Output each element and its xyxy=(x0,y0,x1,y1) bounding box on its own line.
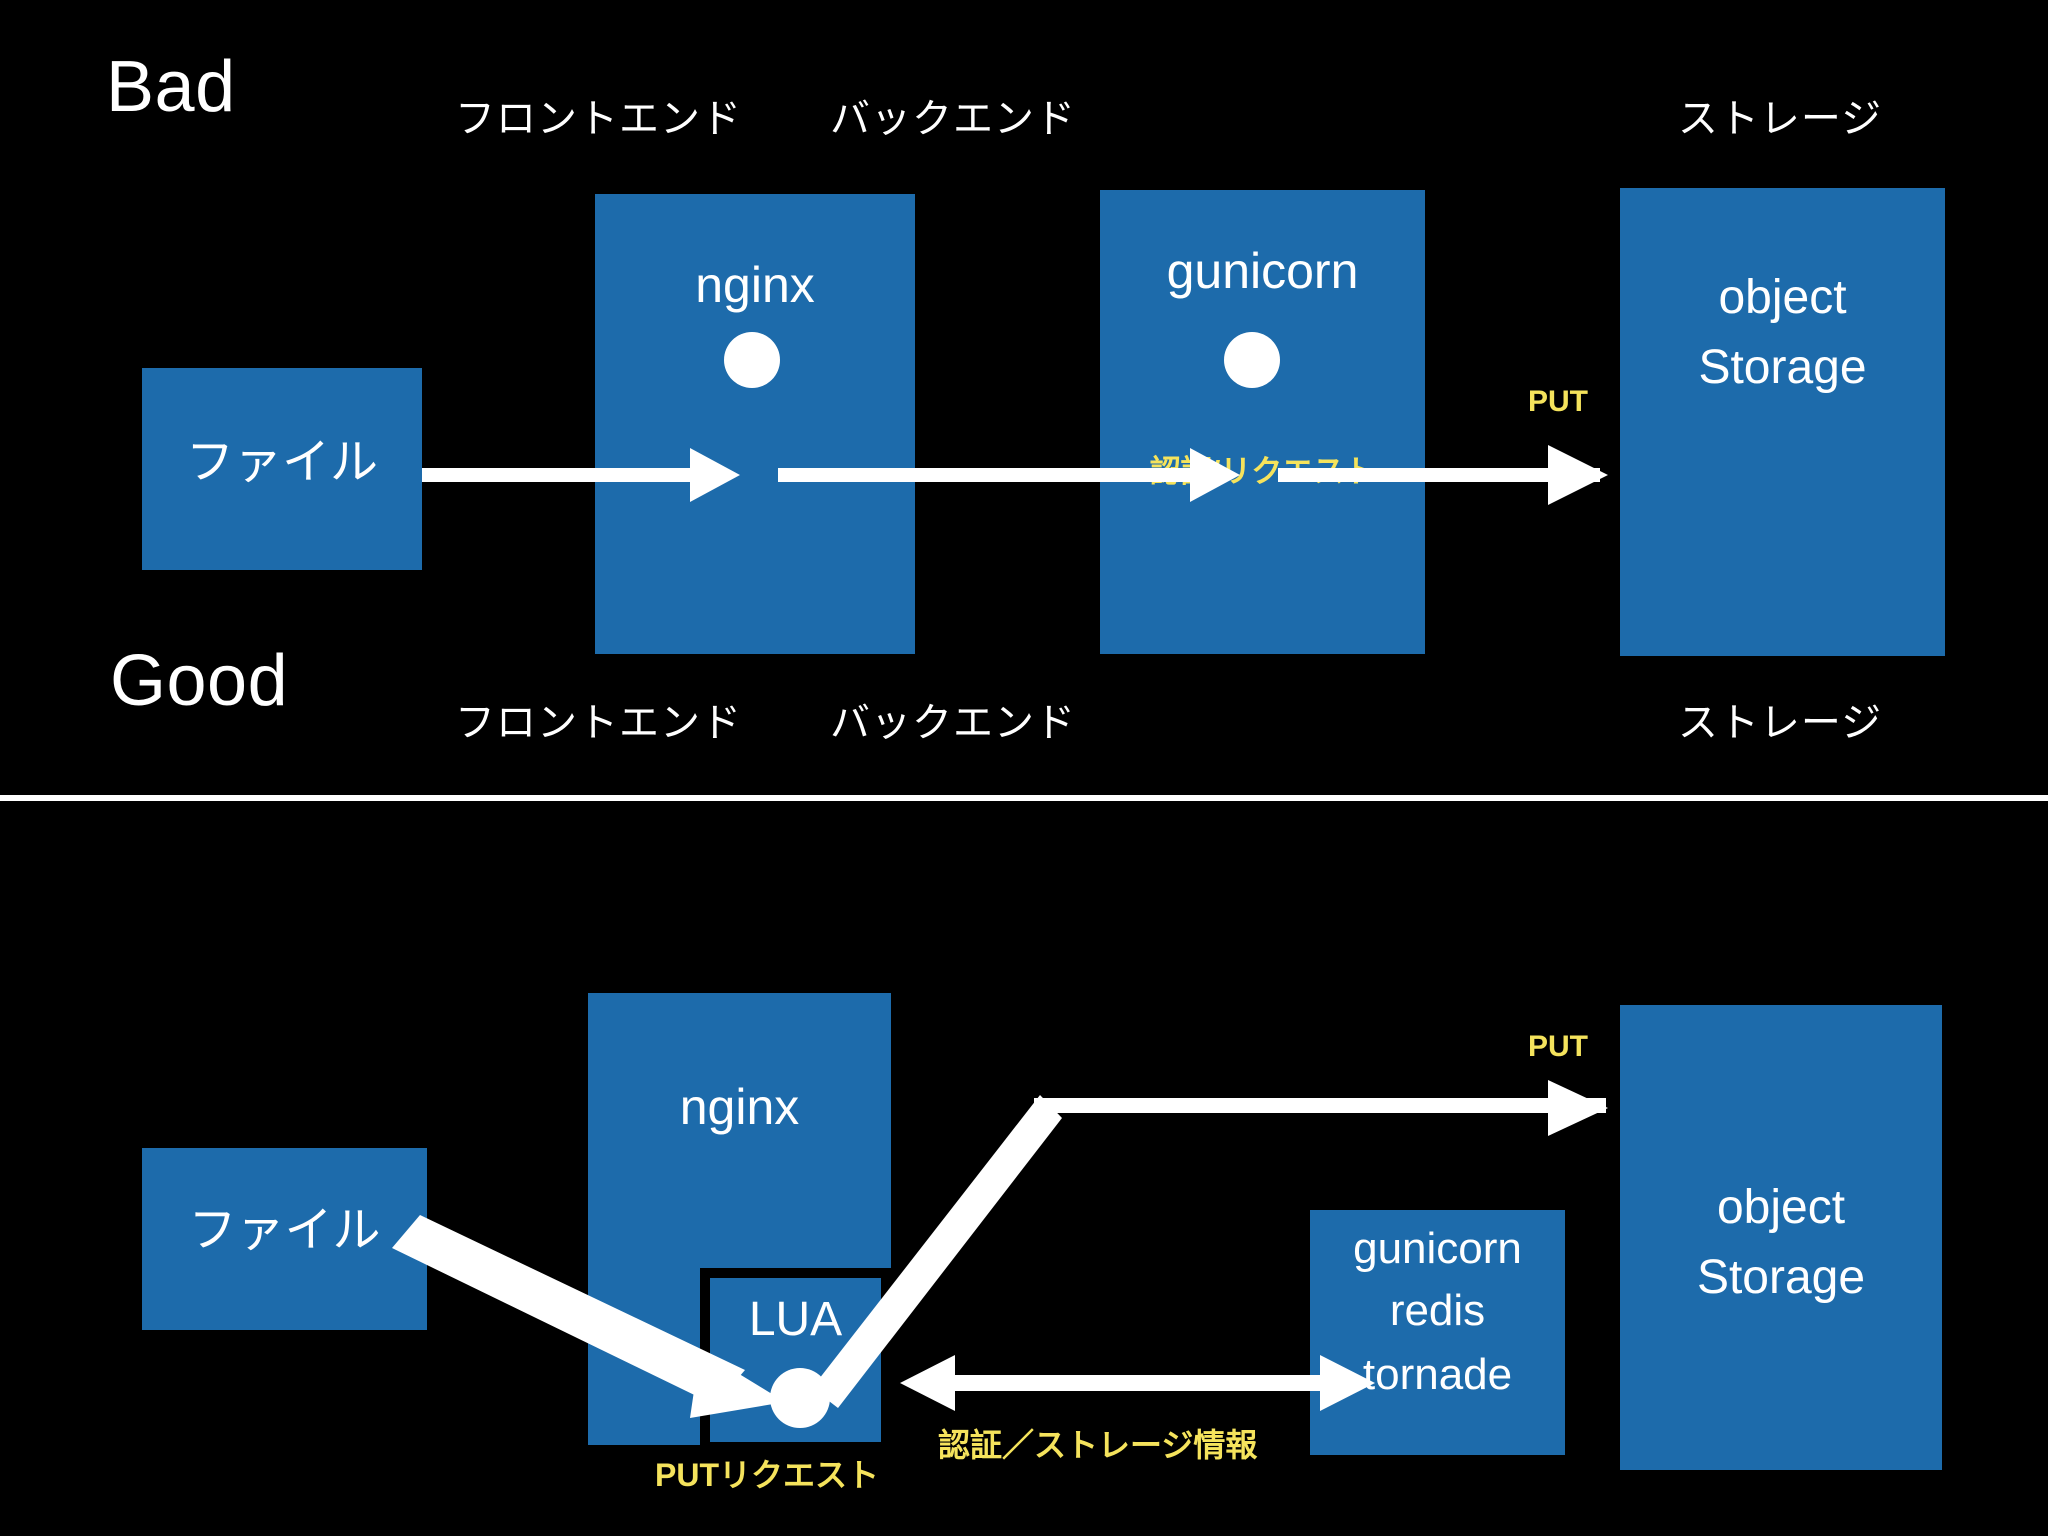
column-header-storage-bad: ストレージ xyxy=(1677,97,1883,141)
annotation-auth-storage-info-good: 認証／ストレージ情報 xyxy=(938,1427,1258,1463)
section-title-good: Good xyxy=(110,641,289,721)
node-dot-lua-good xyxy=(770,1368,830,1428)
node-dot-nginx-bad xyxy=(724,332,780,388)
box-object-storage-bad-label-line1: object xyxy=(1718,271,1847,324)
box-file-good: ファイル xyxy=(142,1148,427,1330)
box-lua-good-label: LUA xyxy=(748,1293,843,1346)
box-object-storage-bad-label-line2: Storage xyxy=(1698,341,1867,394)
box-file-bad: ファイル xyxy=(142,368,422,570)
column-header-backend-good: バックエンド xyxy=(830,701,1076,745)
column-header-frontend-bad: フロントエンド xyxy=(455,97,742,141)
box-object-storage-good-label-line2: Storage xyxy=(1696,1251,1866,1304)
section-divider xyxy=(0,795,2048,801)
arrow-lua-backend-bidirectional-good xyxy=(900,1355,1375,1411)
box-object-storage-bad: object Storage xyxy=(1620,188,1945,656)
column-header-storage-good: ストレージ xyxy=(1677,701,1883,745)
box-object-storage-good-label-line1: object xyxy=(1716,1181,1846,1234)
box-file-bad-label: ファイル xyxy=(185,436,378,489)
box-file-good-label: ファイル xyxy=(188,1204,381,1257)
annotation-auth-request-bad: 認証/リクエスト xyxy=(1149,454,1376,489)
box-object-storage-good: object Storage xyxy=(1620,1005,1942,1470)
box-nginx-bad: nginx xyxy=(595,194,915,654)
annotation-put-request-good: PUTリクエスト xyxy=(655,1457,880,1493)
column-header-backend-bad: バックエンド xyxy=(830,97,1076,141)
box-backend-stack-line1: gunicorn xyxy=(1353,1224,1522,1273)
box-nginx-bad-label: nginx xyxy=(695,257,815,313)
annotation-put-bad: PUT xyxy=(1528,385,1588,418)
node-dot-gunicorn-bad xyxy=(1224,332,1280,388)
box-nginx-good-label: nginx xyxy=(679,1079,800,1135)
column-header-frontend-good: フロントエンド xyxy=(455,701,742,745)
box-gunicorn-bad-label: gunicorn xyxy=(1166,243,1359,299)
box-backend-stack-good: gunicorn redis tornade xyxy=(1310,1210,1565,1455)
box-gunicorn-bad: gunicorn 認証/リクエスト xyxy=(1100,190,1425,654)
box-backend-stack-line2: redis xyxy=(1389,1286,1486,1335)
annotation-put-good: PUT xyxy=(1528,1030,1588,1063)
section-title-bad: Bad xyxy=(106,47,236,127)
box-backend-stack-line3: tornade xyxy=(1362,1350,1513,1399)
